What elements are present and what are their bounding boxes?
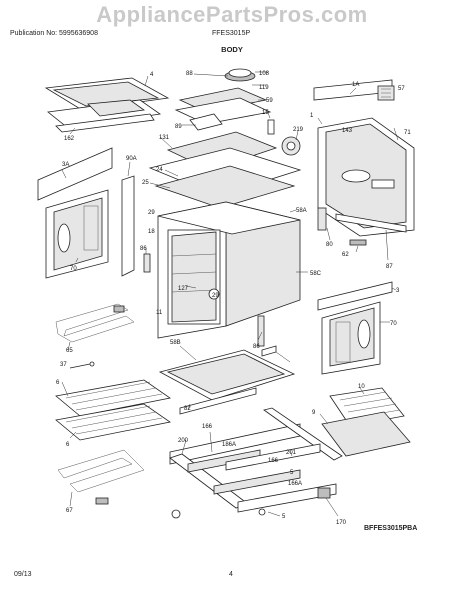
- footer-page-number: 4: [229, 571, 233, 578]
- bake-element-part: [57, 449, 145, 507]
- left-side-panel-part: [37, 147, 113, 279]
- oven-rack-part: [55, 379, 172, 441]
- callout-29-upper: 29: [148, 210, 155, 216]
- convection-fan-part: [174, 68, 272, 125]
- publication-number: Publication No: 5995636908: [10, 30, 98, 37]
- callout-62: 62: [342, 252, 349, 258]
- callout-3a: 3A: [62, 162, 69, 168]
- callout-131: 131: [159, 135, 170, 141]
- callout-4: 4: [150, 72, 154, 78]
- callout-3: 3: [396, 288, 400, 294]
- callout-89: 89: [175, 124, 182, 130]
- drawer-frame-part: [169, 407, 343, 519]
- callout-58b: 58B: [170, 340, 181, 346]
- trim-strip-part: [121, 161, 151, 277]
- callout-25: 25: [142, 180, 149, 186]
- callout-70-right: 70: [390, 321, 397, 327]
- callout-71: 71: [404, 130, 411, 136]
- callout-24: 24: [156, 167, 163, 173]
- callout-1a: 1A: [352, 82, 359, 88]
- callout-1: 1: [310, 113, 314, 119]
- callout-9: 9: [312, 410, 316, 416]
- callout-10: 10: [358, 384, 365, 390]
- watermark: AppliancePartsPros.com: [96, 2, 368, 27]
- exploded-parts-diagram: 4 88 108 119 59 89 15 131 219 162 1A 57 …: [37, 68, 415, 526]
- callout-86-left: 86: [140, 246, 147, 252]
- callout-59: 59: [266, 98, 273, 104]
- callout-170: 170: [336, 520, 347, 526]
- section-title: BODY: [221, 45, 243, 54]
- callout-166-right: 166: [268, 458, 279, 464]
- diagram-code: BFFES3015PBA: [364, 525, 418, 532]
- callout-119: 119: [259, 85, 269, 91]
- callout-166-upper: 166: [202, 424, 213, 430]
- callout-219: 219: [293, 127, 304, 133]
- callout-143: 143: [342, 128, 353, 134]
- top-panel-part: [44, 75, 170, 135]
- callout-186a: 186A: [222, 442, 236, 448]
- callout-6-lower: 6: [66, 442, 70, 448]
- callout-18: 18: [148, 229, 155, 235]
- callout-108: 108: [259, 71, 270, 77]
- footer-date: 09/13: [14, 571, 32, 578]
- callout-67: 67: [66, 508, 73, 514]
- callout-15: 15: [262, 110, 269, 116]
- callout-200: 200: [178, 438, 189, 444]
- callout-70-left: 70: [70, 266, 77, 272]
- clip-part: [69, 361, 95, 369]
- callout-57: 57: [398, 86, 405, 92]
- callout-166a: 166A: [288, 481, 302, 487]
- callout-37: 37: [60, 362, 67, 368]
- callout-11: 11: [156, 310, 163, 316]
- callout-87: 87: [386, 264, 393, 270]
- right-side-panel-part: [317, 281, 397, 375]
- broil-pan-part: [319, 387, 411, 457]
- rear-panel-part: [313, 79, 415, 237]
- callout-162: 162: [64, 136, 75, 142]
- thermostat-part: [267, 112, 301, 156]
- top-insulation-part: [148, 113, 302, 209]
- oven-cavity-part: [157, 201, 308, 339]
- callout-65: 65: [66, 348, 73, 354]
- callout-82: 82: [184, 406, 191, 412]
- callout-86-right: 86: [253, 344, 260, 350]
- bottom-insulation-part: [158, 315, 296, 415]
- callout-5-lower: 5: [282, 514, 286, 520]
- callout-90a: 90A: [126, 156, 137, 162]
- model-number: FFES3015P: [212, 30, 251, 37]
- callout-5-upper: 5: [290, 470, 294, 476]
- callout-88: 88: [186, 71, 193, 77]
- side-bracket-part: [317, 207, 407, 261]
- callout-6-upper: 6: [56, 380, 60, 386]
- callout-29-lower: 29: [212, 293, 219, 299]
- broil-element-part: [55, 303, 135, 351]
- callout-80: 80: [326, 242, 333, 248]
- callout-127: 127: [178, 286, 189, 292]
- callout-201: 201: [286, 450, 297, 456]
- callout-58a: 58A: [296, 208, 307, 214]
- callout-58c: 58C: [310, 271, 322, 277]
